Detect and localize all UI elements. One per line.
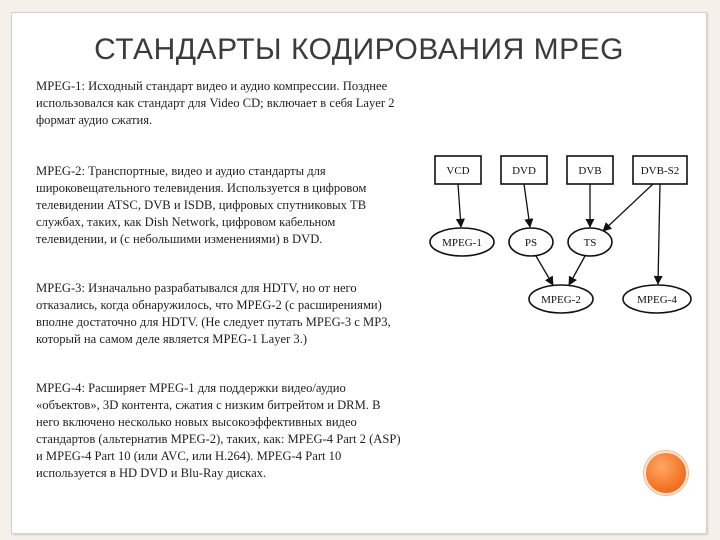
node-label: VCD <box>446 165 469 177</box>
edge-dvbs2-ts <box>602 183 654 232</box>
node-label: PS <box>525 237 537 249</box>
node-label: MPEG-4 <box>637 294 677 306</box>
node-ts: TS <box>567 227 613 257</box>
edge-vcd-mpeg1 <box>455 183 465 228</box>
node-label: DVB <box>578 165 601 177</box>
section-heading: MPEG-4: <box>36 381 85 395</box>
slide: СТАНДАРТЫ КОДИРОВАНИЯ MPEG MPEG-1: Исход… <box>11 12 707 534</box>
node-label: MPEG-2 <box>541 294 581 306</box>
section-mpeg1: MPEG-1: Исходный стандарт видео и аудио … <box>36 78 406 129</box>
node-label: DVB-S2 <box>641 165 680 177</box>
section-heading: MPEG-2: <box>36 164 85 178</box>
section-heading: MPEG-1: <box>36 79 85 93</box>
section-mpeg3: MPEG-3: Изначально разрабатывался для HD… <box>36 280 406 348</box>
mpeg-relationship-diagram: VCD DVD DVB DVB-S2 MPEG-1 PS TS <box>429 155 692 314</box>
node-dvb-s2: DVB-S2 <box>632 155 688 185</box>
node-mpeg2: MPEG-2 <box>528 284 594 314</box>
decorative-orange-circle <box>644 451 688 495</box>
edge-ps-mpeg2 <box>535 255 554 286</box>
node-dvb: DVB <box>566 155 614 185</box>
section-text: Изначально разрабатывался для HDTV, но о… <box>36 281 391 346</box>
node-vcd: VCD <box>434 155 482 185</box>
node-label: MPEG-1 <box>442 237 482 249</box>
node-ps: PS <box>508 227 554 257</box>
node-label: TS <box>584 237 597 249</box>
section-text: Исходный стандарт видео и аудио компресс… <box>36 79 395 127</box>
node-dvd: DVD <box>500 155 548 185</box>
node-label: DVD <box>512 165 536 177</box>
edge-ts-mpeg2 <box>568 255 586 286</box>
edge-dvd-ps <box>523 183 534 228</box>
section-text: Транспортные, видео и аудио стандарты дл… <box>36 164 367 246</box>
slide-title: СТАНДАРТЫ КОДИРОВАНИЯ MPEG <box>94 33 624 66</box>
node-mpeg4: MPEG-4 <box>622 284 692 314</box>
edge-dvbs2-mpeg4 <box>653 183 663 285</box>
section-mpeg2: MPEG-2: Транспортные, видео и аудио стан… <box>36 163 406 248</box>
section-heading: MPEG-3: <box>36 281 85 295</box>
section-mpeg4: MPEG-4: Расширяет MPEG-1 для поддержки в… <box>36 380 406 482</box>
section-text: Расширяет MPEG-1 для поддержки видео/ауд… <box>36 381 401 480</box>
node-mpeg1: MPEG-1 <box>429 227 495 257</box>
